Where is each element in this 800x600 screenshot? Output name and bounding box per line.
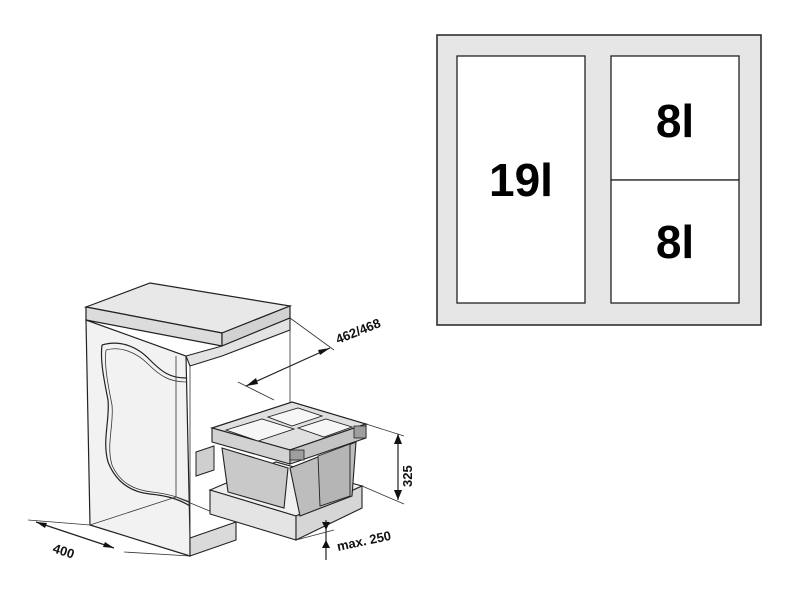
compartment-small-bottom-label: 8l xyxy=(656,216,694,268)
cabinet-drawing xyxy=(83,282,368,557)
cabinet-floor xyxy=(189,521,237,557)
dim-width-ext-2 xyxy=(123,551,191,557)
dim-width-label: 400 xyxy=(51,541,76,562)
dim-depth-ext-1 xyxy=(289,317,335,351)
dim-height-label: 325 xyxy=(400,465,415,487)
plan-view: 19l 8l 8l xyxy=(436,34,762,326)
dim-depth-ext-2 xyxy=(237,381,275,401)
bin-small-opening-1 xyxy=(266,407,324,427)
compartment-large xyxy=(456,55,586,304)
frame-clip-right xyxy=(353,425,367,439)
drawer-slide xyxy=(195,445,215,477)
side-panel-cutout-inner xyxy=(105,348,191,503)
dim-height-ext-2 xyxy=(361,485,405,505)
dimension-height: 325 xyxy=(361,423,415,505)
compartment-large-label: 19l xyxy=(489,154,553,206)
dim-max-arrow-2 xyxy=(322,540,330,548)
compartment-small-top xyxy=(610,55,740,181)
dim-depth-arrow-1 xyxy=(246,378,258,386)
dim-max-arrow-1 xyxy=(322,522,330,530)
side-panel-cutout xyxy=(100,342,191,507)
dim-max-ext-1 xyxy=(295,529,335,541)
dim-depth-label: 462/468 xyxy=(334,315,383,347)
dim-width-line xyxy=(35,521,115,549)
bin-large-front xyxy=(221,447,289,509)
dim-depth-line xyxy=(245,347,331,387)
dim-height-arrow-1 xyxy=(394,434,402,444)
dim-width-arrow-2 xyxy=(103,542,114,548)
compartment-small-top-label: 8l xyxy=(656,95,694,147)
bin-small-front xyxy=(317,443,351,507)
frame-clip-center xyxy=(289,449,305,461)
bin-small-opening-2 xyxy=(296,418,354,438)
dim-width-arrow-1 xyxy=(36,522,47,528)
dim-max-label: max. 250 xyxy=(336,528,393,554)
dimension-width: 400 xyxy=(27,519,191,562)
dim-height-arrow-2 xyxy=(394,490,402,500)
bin-large-opening xyxy=(224,418,296,442)
dim-width-ext-1 xyxy=(27,519,91,526)
compartment-small-bottom xyxy=(610,179,740,304)
dim-depth-arrow-2 xyxy=(318,348,330,355)
